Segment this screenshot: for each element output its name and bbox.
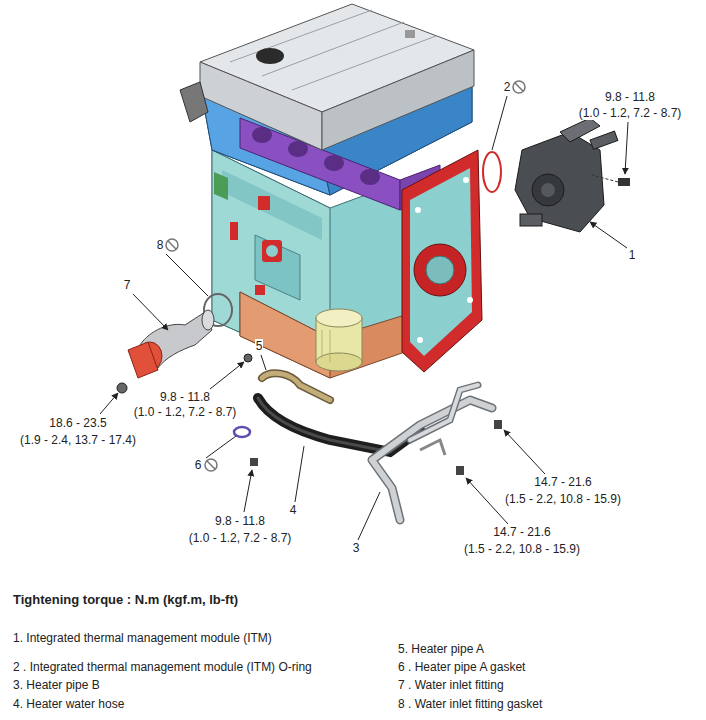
- no-reuse-symbol: [166, 239, 178, 251]
- torque-value: 9.8 - 11.8: [214, 514, 266, 528]
- callout-number: 2: [503, 80, 512, 94]
- no-reuse-symbol: [205, 459, 217, 471]
- torque-value: (1.9 - 2.4, 13.7 - 17.4): [19, 433, 137, 447]
- torque-value: (1.0 - 1.2, 7.2 - 8.7): [133, 405, 238, 419]
- torque-value: (1.5 - 2.2, 10.8 - 15.9): [504, 492, 622, 506]
- torque-heading: Tightening torque : N.m (kgf.m, lb-ft): [12, 593, 239, 607]
- parts-list-item: 2 . Integrated thermal management module…: [12, 660, 313, 674]
- no-reuse-symbol: [513, 81, 525, 93]
- gasket: [234, 427, 250, 437]
- parts-list-item: 3. Heater pipe B: [12, 678, 101, 692]
- torque-value: (1.5 - 2.2, 10.8 - 15.9): [463, 542, 581, 556]
- leader-line: [100, 96, 628, 540]
- callout-number: 7: [123, 278, 132, 292]
- callout-number: 3: [352, 541, 361, 555]
- torque-value: 9.8 - 11.8: [604, 90, 656, 104]
- heater-pipe-a: [244, 354, 330, 400]
- callout-number: 5: [255, 339, 264, 353]
- callout-number: 8: [156, 238, 165, 252]
- bolt: [494, 420, 502, 429]
- bolt: [117, 383, 127, 393]
- parts-list-item: 8 . Water inlet fitting gasket: [397, 697, 543, 711]
- parts-list-item: 7 . Water inlet fitting: [397, 678, 505, 692]
- callout-number: 1: [628, 248, 637, 262]
- o-ring: [483, 152, 501, 192]
- torque-value: (1.0 - 1.2, 7.2 - 8.7): [188, 531, 293, 545]
- heater-pipe-b: [372, 385, 492, 520]
- flange-plate: [402, 150, 482, 372]
- torque-value: 14.7 - 21.6: [492, 525, 551, 539]
- parts-list-item: 5. Heater pipe A: [397, 642, 485, 656]
- parts-list-item: 6 . Heater pipe A gasket: [397, 660, 526, 674]
- parts-list-item: 1. Integrated thermal management module …: [12, 631, 273, 645]
- oil-pan: [240, 292, 405, 378]
- bolt: [592, 175, 630, 186]
- torque-value: 18.6 - 23.5: [48, 416, 107, 430]
- head-cover: [180, 4, 474, 150]
- torque-value: 14.7 - 21.6: [533, 475, 592, 489]
- torque-value: 9.8 - 11.8: [159, 390, 211, 404]
- itm-module: [515, 118, 618, 232]
- callout-number: 4: [289, 503, 298, 517]
- water-inlet-fitting: [128, 310, 214, 378]
- oil-filter: [316, 309, 362, 371]
- bolt: [456, 466, 464, 475]
- bolt: [250, 458, 258, 466]
- parts-list-item: 4. Heater water hose: [12, 697, 125, 711]
- torque-value: (1.0 - 1.2, 7.2 - 8.7): [578, 106, 683, 120]
- callout-number: 6: [194, 458, 203, 472]
